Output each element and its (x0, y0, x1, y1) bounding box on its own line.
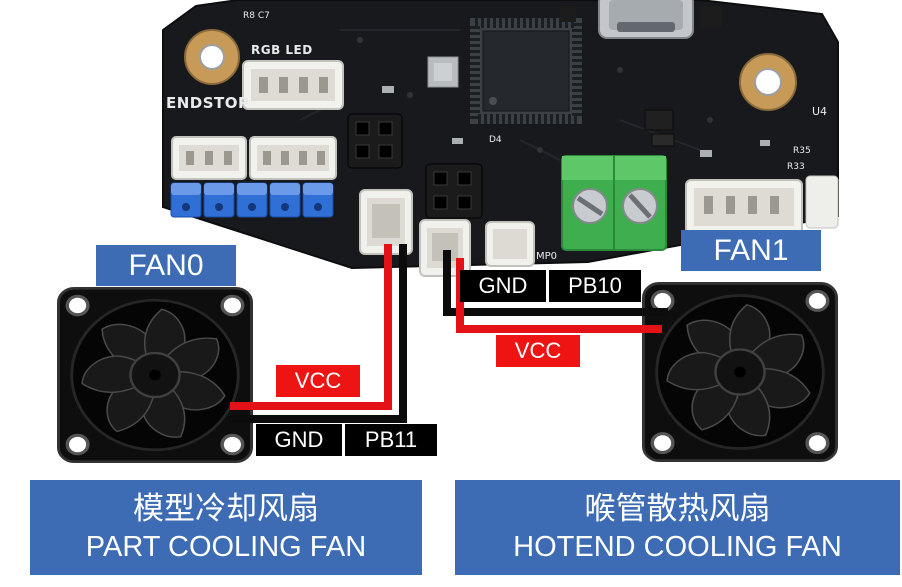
fan0-gnd-wire (230, 244, 407, 423)
small-components (382, 6, 770, 157)
terminal-screw (622, 188, 658, 224)
edge-jst-connector (805, 175, 839, 229)
pin-header-a (347, 113, 403, 169)
silk-r35: R35 (793, 146, 811, 156)
part-cooling-fan (57, 287, 253, 463)
endstop-connector-a (171, 136, 247, 180)
fan1-pin-label: PB10 (549, 270, 641, 302)
silk-r33: R33 (787, 162, 805, 172)
silk-u4: U4 (812, 105, 828, 118)
blue-connector (203, 182, 235, 218)
power-screw-terminal (561, 155, 667, 251)
fan0-pin-label: PB11 (345, 424, 437, 456)
hotend-cooling-fan (642, 282, 838, 462)
fan1-gnd-label: GND (460, 270, 546, 302)
hotend-cooling-fan-caption: 喉管散热风扇 HOTEND COOLING FAN (455, 480, 900, 575)
part-fan-caption-en: PART COOLING FAN (85, 531, 367, 564)
silk-mp0: MP0 (536, 251, 558, 262)
controller-board (162, 0, 839, 277)
fan0-vcc-label: VCC (276, 365, 360, 397)
fan0-gnd-label: GND (256, 424, 342, 456)
silk-endstop: ENDSTOP (166, 94, 250, 112)
terminal-screw (572, 188, 608, 224)
spare-jst-connector (485, 221, 535, 267)
part-cooling-fan-caption: 模型冷却风扇 PART COOLING FAN (30, 480, 422, 575)
mounting-hole-left (184, 29, 240, 85)
fan0-board-connector (359, 189, 413, 255)
mounting-hole-right (739, 53, 797, 111)
silk-rgb-led: RGB LED (251, 43, 313, 57)
blue-connector (236, 182, 268, 218)
rgb-led-connector (242, 60, 344, 110)
fan1-gnd-wire (443, 250, 668, 316)
fan0-label: FAN0 (96, 245, 236, 286)
blue-connector-row (170, 182, 334, 218)
part-fan-caption-zh: 模型冷却风扇 (133, 490, 319, 526)
blue-connector (269, 182, 301, 218)
silk-d4: D4 (489, 135, 502, 145)
silk-r8c7: R8 C7 (243, 11, 270, 21)
blue-connector (170, 182, 202, 218)
endstop-connector-b (249, 136, 337, 180)
fan1-label: FAN1 (681, 230, 821, 271)
fan1-vcc-label: VCC (496, 335, 580, 367)
right-jst-connector (685, 179, 803, 235)
hotend-fan-caption-en: HOTEND COOLING FAN (513, 531, 842, 564)
blue-connector (302, 182, 334, 218)
mcu-chip (470, 18, 582, 124)
hotend-fan-caption-zh: 喉管散热风扇 (584, 490, 771, 526)
pin-header-b (425, 163, 483, 219)
fan0-vcc-wire (230, 244, 392, 410)
metal-shield-top (434, 63, 452, 81)
usb-connector (598, 0, 694, 39)
